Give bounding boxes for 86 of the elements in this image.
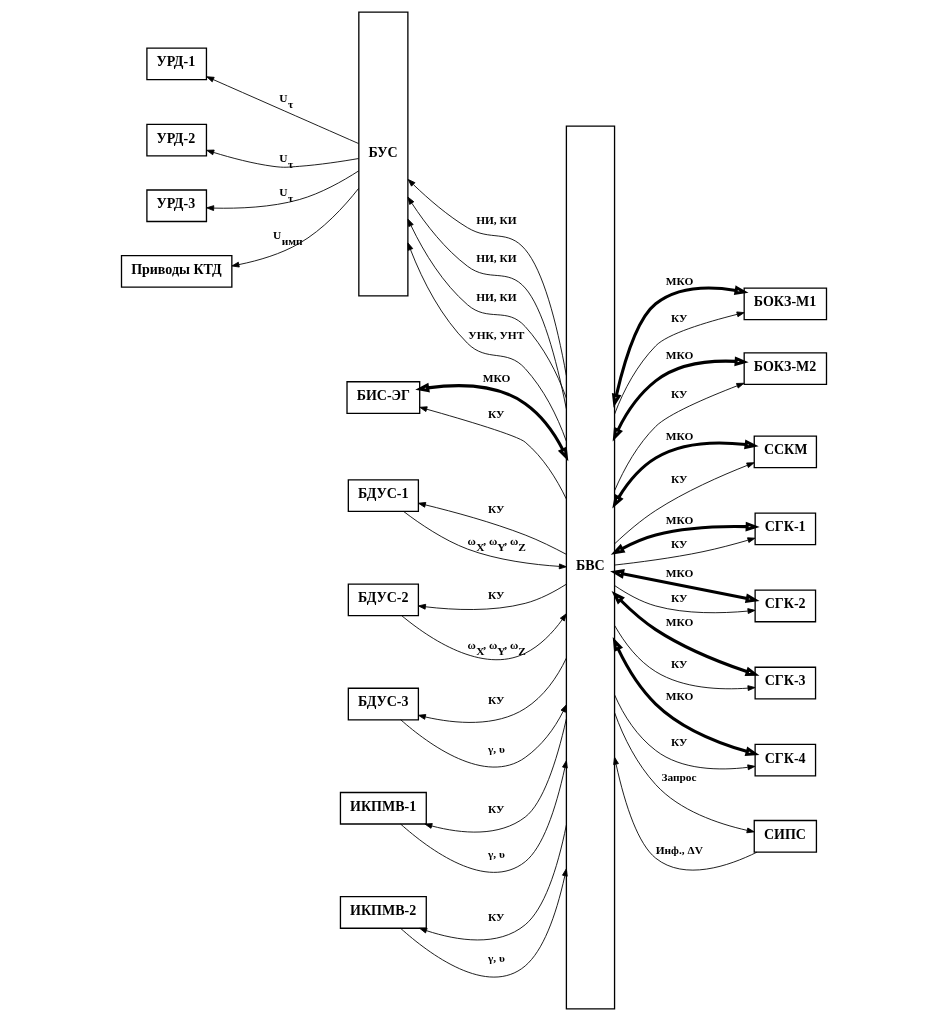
- arrow: [418, 824, 567, 941]
- node-box: СИПС: [753, 819, 817, 853]
- node-box: СГК-3: [753, 666, 816, 700]
- arrow: [417, 502, 567, 555]
- node-box: БВС: [565, 125, 615, 1010]
- arrow: [609, 569, 760, 604]
- edge-label: КУ: [670, 657, 687, 670]
- node-box: БДУС-1: [347, 479, 419, 513]
- edge-label: МКО: [665, 513, 693, 526]
- arrow: [613, 382, 744, 491]
- edge-label: Инф., ΔV: [655, 844, 703, 857]
- arrow: [417, 583, 567, 610]
- arrow: [611, 285, 749, 408]
- node-box: ИКПМВ-1: [339, 791, 427, 825]
- edge-label: γ, υ: [487, 951, 505, 964]
- arrow: [399, 760, 568, 873]
- arrow: [414, 382, 568, 462]
- arrow: [407, 196, 567, 410]
- arrow: [612, 756, 757, 871]
- edge-label: КУ: [487, 502, 504, 515]
- edge-label: КУ: [670, 387, 687, 400]
- node-box: Приводы КТД: [120, 255, 232, 288]
- arrow: [400, 613, 567, 661]
- node-box: УРД-3: [145, 189, 207, 223]
- edge-label: МКО: [665, 274, 693, 287]
- arrow: [613, 694, 755, 771]
- arrow: [613, 462, 754, 545]
- edge-label: Запрос: [660, 770, 697, 783]
- node-box: ССКМ: [753, 435, 817, 469]
- arrow: [399, 704, 567, 768]
- edge-label: МКО: [665, 429, 693, 442]
- arrow: [407, 218, 567, 399]
- node-box: БУС: [357, 11, 409, 297]
- edge-label: НИ, КИ: [475, 290, 517, 303]
- node-box: СГК-2: [753, 589, 816, 623]
- node-box: ИКПМВ-2: [339, 896, 427, 929]
- arrow: [231, 187, 359, 268]
- edge-label: КУ: [670, 591, 687, 604]
- edge-label: КУ: [487, 694, 504, 707]
- arrow: [612, 637, 759, 756]
- arrow: [612, 356, 749, 442]
- node-box: СГК-4: [753, 743, 816, 777]
- arrow: [399, 868, 568, 978]
- edge-label: γ, υ: [487, 743, 505, 756]
- arrow: [613, 625, 755, 691]
- edge-label: КУ: [487, 802, 504, 815]
- edge-label: МКО: [665, 690, 693, 703]
- node-box: БИС-ЭГ: [345, 381, 420, 414]
- edge-label: МКО: [665, 566, 693, 579]
- edge-label: МКО: [665, 615, 693, 628]
- arrow: [205, 76, 359, 144]
- arrow: [402, 511, 567, 570]
- arrow: [205, 170, 359, 211]
- node-box: БДУС-3: [347, 687, 419, 721]
- arrow: [407, 242, 567, 442]
- arrow: [610, 521, 760, 555]
- edge-label: КУ: [487, 589, 504, 602]
- edge-label: НИ, КИ: [475, 252, 517, 265]
- node-box: БДУС-2: [347, 583, 419, 617]
- arrow: [423, 718, 567, 833]
- edge-label: КУ: [670, 472, 687, 485]
- arrow: [407, 179, 567, 376]
- arrow: [417, 657, 567, 723]
- edge-label: КУ: [487, 408, 504, 421]
- arrow: [613, 537, 755, 566]
- arrow: [611, 591, 759, 677]
- arrow: [613, 311, 745, 415]
- edge-label: МКО: [665, 349, 693, 362]
- arrow: [418, 406, 567, 500]
- edge-label: γ, υ: [487, 847, 505, 860]
- edge-label: МКО: [482, 372, 510, 385]
- edge-label: КУ: [670, 736, 687, 749]
- arrow: [613, 712, 755, 834]
- node-box: БОКЗ-М1: [743, 287, 827, 321]
- node-box: БОКЗ-М2: [743, 352, 827, 386]
- node-box: УРД-2: [145, 123, 207, 157]
- edge-label: УНК, УНТ: [467, 329, 524, 342]
- edge-label: КУ: [670, 537, 687, 550]
- arrow: [205, 149, 359, 168]
- arrow: [613, 585, 755, 614]
- arrow: [611, 439, 759, 509]
- edge-label: КУ: [670, 311, 687, 324]
- node-box: УРД-1: [145, 47, 207, 81]
- edge-label: НИ, КИ: [475, 213, 517, 226]
- node-box: СГК-1: [753, 512, 816, 546]
- edge-label: КУ: [487, 910, 504, 923]
